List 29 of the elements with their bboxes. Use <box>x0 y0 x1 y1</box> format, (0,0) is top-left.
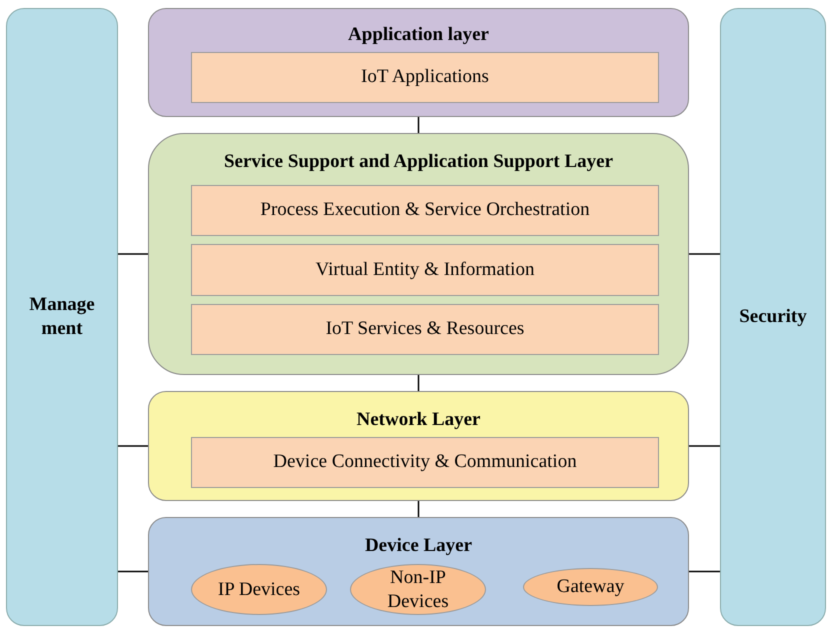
device-ellipse: IP Devices <box>191 564 327 615</box>
component-box: Process Execution & Service Orchestration <box>191 185 659 236</box>
management-bar <box>6 8 118 626</box>
component-box: IoT Services & Resources <box>191 304 659 355</box>
layer-title: Device Layer <box>364 534 474 558</box>
layer-title: Network Layer <box>356 408 482 432</box>
component-box: Virtual Entity & Information <box>191 244 659 296</box>
connector-line <box>689 253 720 255</box>
layer-title: Application layer <box>347 23 490 47</box>
layer-panel <box>148 133 689 375</box>
device-ellipse: Gateway <box>523 568 658 606</box>
device-ellipse: Non-IP Devices <box>350 564 486 615</box>
layer-title: Service Support and Application Support Layer <box>222 150 614 174</box>
bar-label: Security <box>738 305 808 329</box>
connector-line <box>118 570 148 572</box>
connector-line <box>418 375 420 391</box>
layer-panel <box>148 517 689 626</box>
security-bar <box>720 8 826 626</box>
layer-panel <box>148 391 689 501</box>
layer-panel <box>148 8 689 117</box>
connector-line <box>689 445 720 447</box>
connector-line <box>118 253 148 255</box>
component-box: IoT Applications <box>191 52 659 103</box>
connector-line <box>418 501 420 517</box>
connector-line <box>418 117 420 133</box>
component-box: Device Connectivity & Communication <box>191 437 659 488</box>
connector-line <box>118 445 148 447</box>
connector-line <box>689 570 720 572</box>
bar-label: Manage ment <box>28 293 96 341</box>
